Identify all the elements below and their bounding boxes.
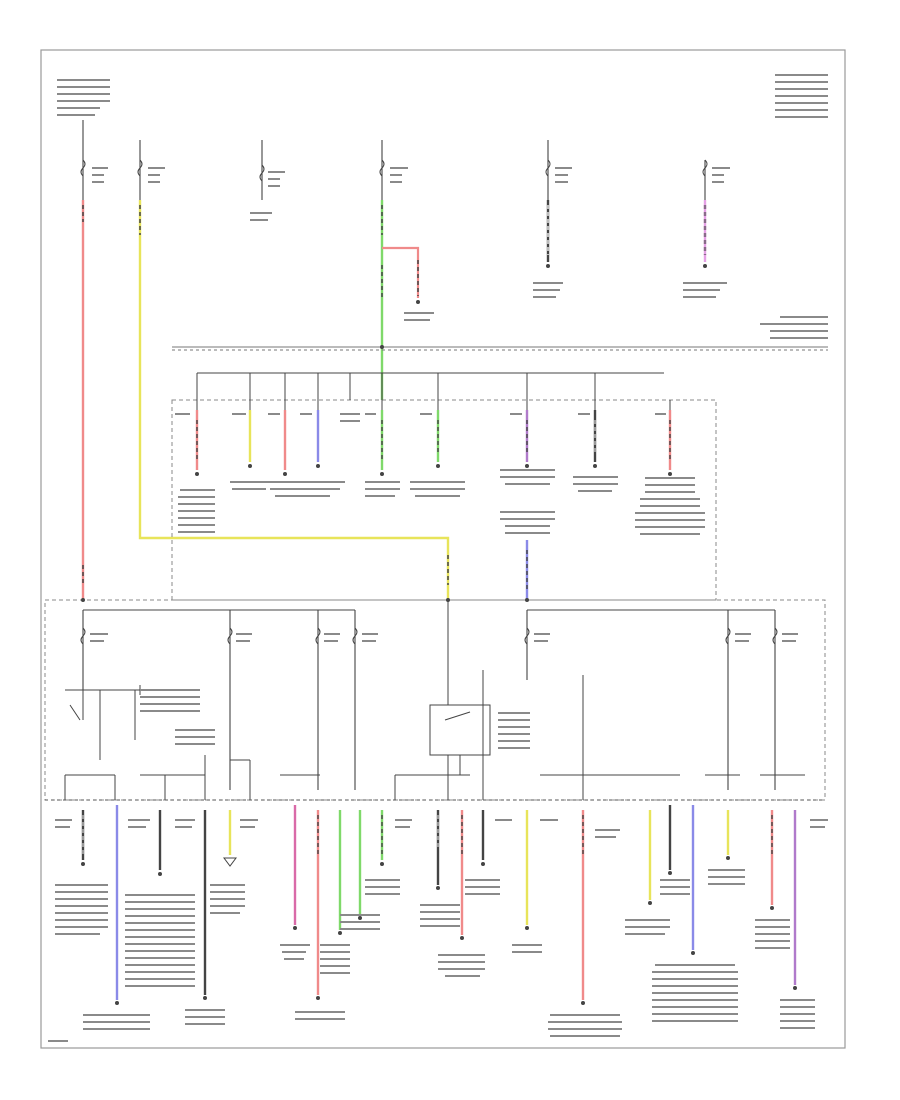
center-green-feed [380,200,420,400]
lower-fuse-box-outline [44,599,826,801]
lower-label-blocks [48,633,828,1042]
lower-bus-line [82,609,776,790]
fuse-symbols-top [80,159,708,182]
junction-outputs [195,410,672,600]
ground-symbol [223,857,237,867]
transfer-switch [64,685,251,800]
top-wire-segments [546,200,707,268]
yellow-ign-wire [138,200,450,600]
junction-label-blocks [175,413,705,535]
fuse-symbols-lower [80,627,778,645]
lower-output-wires [81,805,797,1000]
diagram-frame [40,49,846,1049]
junction-box-outline [171,399,717,601]
terminal-dots [81,345,797,1005]
junction-inner-bus [196,372,671,410]
top-label-blocks [57,74,828,339]
top-fuse-feeds [82,120,706,200]
ign-relay [280,600,805,800]
main-bus-line [172,346,828,351]
